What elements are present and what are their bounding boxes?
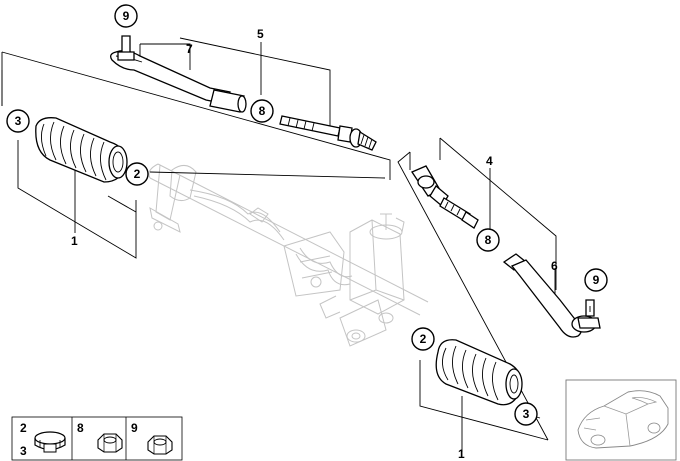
svg-text:9: 9: [123, 9, 130, 23]
part-number-5: 5: [257, 27, 264, 41]
legend-label-3: 3: [20, 444, 27, 458]
callout-8-upper: 8: [250, 99, 274, 123]
tie-rod-icon: [279, 115, 377, 151]
tie-rod-end-upper: [110, 35, 247, 113]
part-number-6: 6: [551, 259, 558, 273]
callout-9-upper: 9: [114, 4, 138, 28]
car-thumbnail-icon: [565, 379, 677, 461]
castle-nut-icon: [147, 435, 173, 455]
svg-text:3: 3: [15, 114, 22, 128]
legend-label-8: 8: [77, 421, 84, 435]
svg-text:2: 2: [134, 167, 141, 181]
part-number-4: 4: [486, 154, 493, 168]
part-number-1-lower: 1: [458, 447, 465, 461]
legend-box: 2 3 8 9: [11, 416, 183, 461]
bellows-lower: [435, 339, 523, 406]
steering-rack-icon: [148, 163, 429, 347]
legend-label-2: 2: [20, 421, 27, 435]
callout-2-lower: 2: [411, 327, 435, 351]
part-number-1: 1: [71, 234, 78, 248]
part-number-7: 7: [186, 42, 193, 56]
callout-2-upper: 2: [125, 162, 149, 186]
svg-text:9: 9: [593, 273, 600, 287]
callout-9-right: 9: [584, 268, 608, 292]
svg-text:3: 3: [523, 407, 530, 421]
tie-rod-end-icon: [502, 253, 601, 338]
svg-text:8: 8: [259, 104, 266, 118]
bellows-icon: [35, 117, 128, 183]
assembly-outline-upper-left: [1, 37, 391, 259]
callout-3-upper: 3: [6, 109, 30, 133]
svg-text:2: 2: [420, 332, 427, 346]
legend-label-9: 9: [131, 421, 138, 435]
clamp-icon: [34, 431, 66, 453]
nut-icon: [97, 433, 123, 453]
callout-8-right: 8: [476, 228, 500, 252]
tie-rod-right: [411, 165, 479, 229]
callout-3-lower: 3: [514, 402, 538, 426]
svg-text:8: 8: [485, 233, 492, 247]
